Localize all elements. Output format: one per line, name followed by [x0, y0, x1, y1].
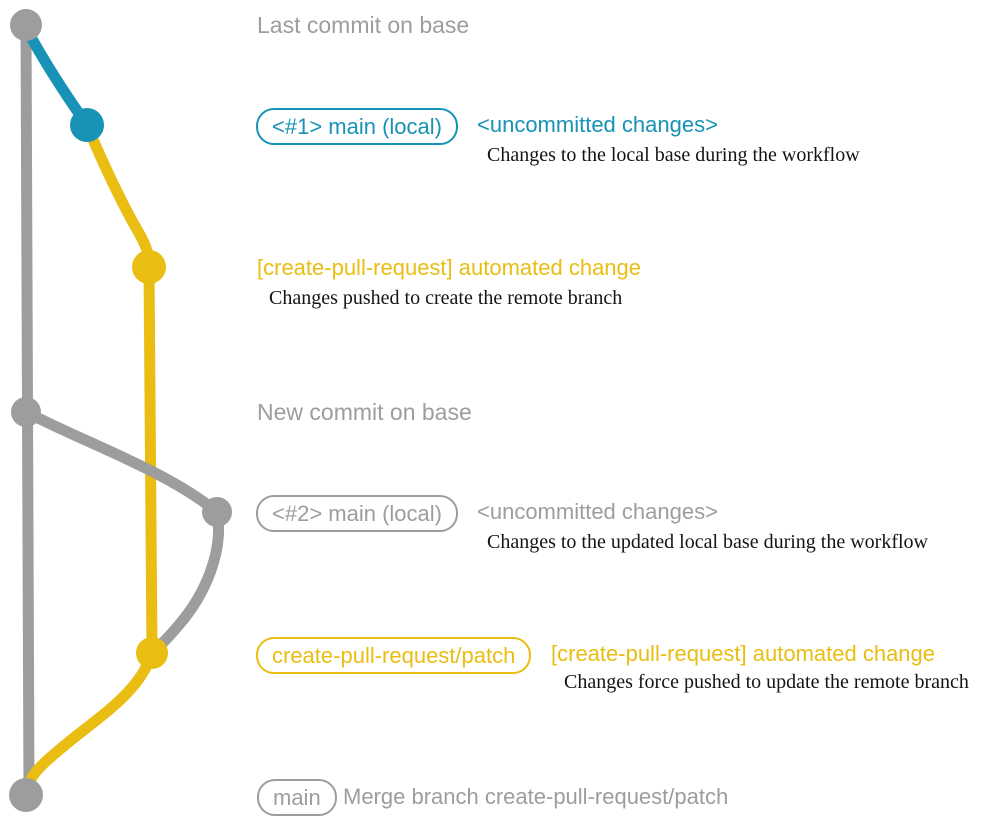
caption-new-commit-on-base: New commit on base [257, 399, 472, 425]
commit-title-merge-branch: Merge branch create-pull-request/patch [343, 784, 729, 809]
commit-node-last-base [10, 9, 42, 41]
branch-badge-patch-label: create-pull-request/patch [272, 642, 516, 668]
caption-last-commit-on-base: Last commit on base [257, 12, 470, 38]
branch-badge-main-local-1: <#1> main (local) [256, 108, 458, 145]
commit-desc-uncommitted-2: Changes to the updated local base during… [487, 531, 928, 553]
branch-badge-main-label: main [273, 784, 321, 810]
local-main-2-branch-out-curve [20, 406, 223, 518]
local-main-2-branch-in-curve [146, 506, 224, 659]
commit-node-patch-1 [132, 250, 166, 284]
patch-merge-curve [20, 647, 158, 801]
commit-node-merge [9, 778, 43, 812]
branch-badge-main-local-2: <#2> main (local) [256, 495, 458, 532]
commit-title-automated-change-1: [create-pull-request] automated change [257, 255, 642, 280]
branch-badge-main: main [257, 779, 337, 816]
commit-desc-uncommitted-1: Changes to the local base during the wor… [487, 144, 860, 166]
branch-badge-main-local-2-label: <#2> main (local) [272, 500, 442, 526]
commit-node-new-base [11, 397, 41, 427]
commit-node-patch-2 [136, 637, 168, 669]
commit-title-uncommitted-1: <uncommitted changes> [477, 112, 718, 137]
local-main-1-branch-curve [20, 22, 93, 131]
patch-branch-create-curve [81, 119, 155, 273]
branch-badge-patch: create-pull-request/patch [256, 637, 532, 674]
branch-badge-main-local-1-label: <#1> main (local) [272, 113, 442, 139]
commit-desc-automated-change-1: Changes pushed to create the remote bran… [269, 287, 623, 309]
patch-branch-line [143, 261, 158, 659]
commit-node-main-local-2 [202, 497, 232, 527]
commit-desc-automated-change-2: Changes force pushed to update the remot… [564, 671, 969, 693]
commit-node-main-local-1 [70, 108, 104, 142]
commit-title-uncommitted-2: <uncommitted changes> [477, 499, 718, 524]
commit-title-automated-change-2: [create-pull-request] automated change [551, 641, 936, 666]
